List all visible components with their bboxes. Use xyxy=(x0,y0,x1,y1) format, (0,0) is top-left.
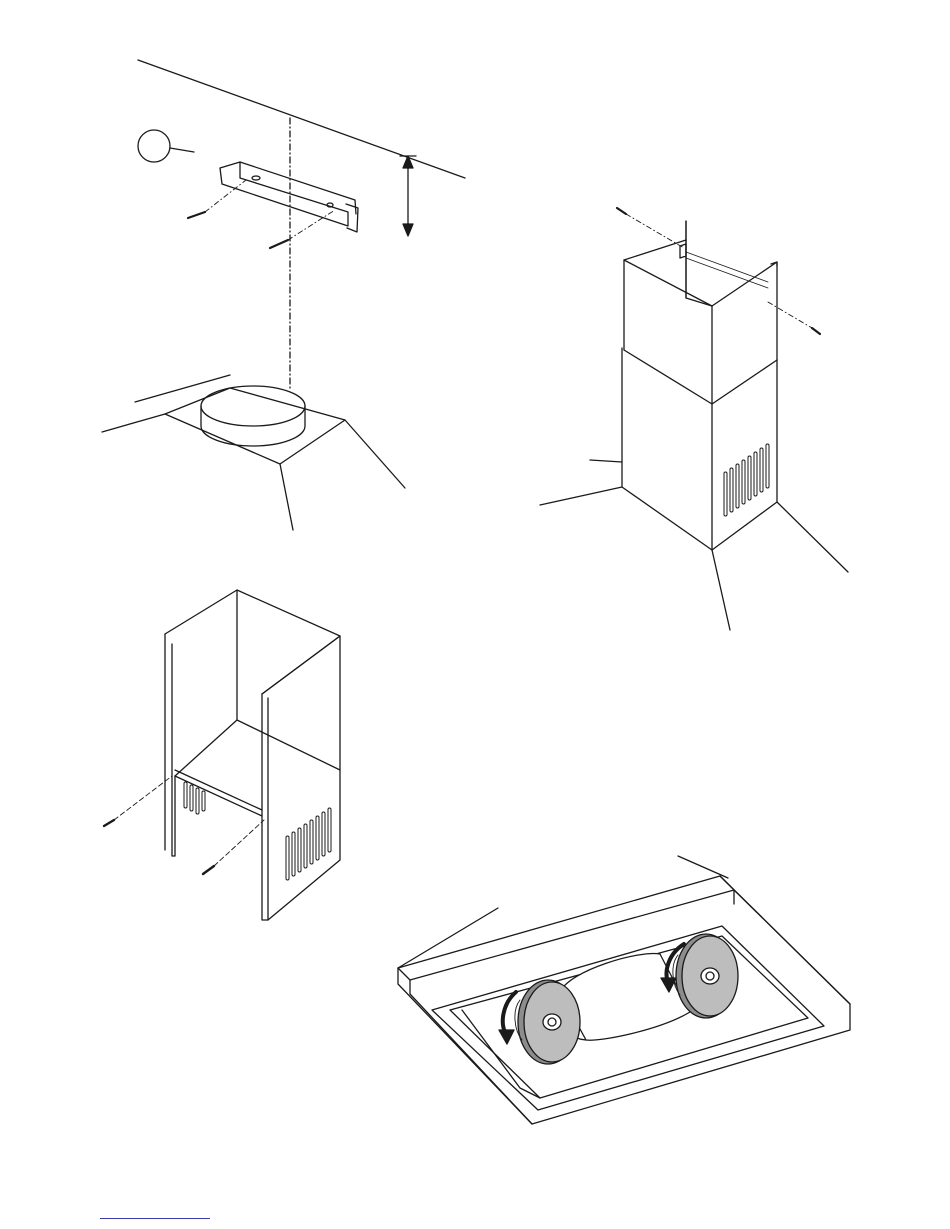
chimney-screw-lower-left xyxy=(104,776,172,826)
vent-slots-front xyxy=(286,808,331,880)
rotate-arrow-left-icon xyxy=(499,992,516,1044)
fig-chimney-lower-fixing xyxy=(104,590,340,920)
charcoal-filter-left xyxy=(515,980,580,1064)
bracket-screw-right xyxy=(270,210,335,248)
fig-bracket-mounting xyxy=(102,60,465,530)
vent-slots-back xyxy=(184,782,205,814)
footer-rule xyxy=(100,1218,210,1219)
chimney-screw-right xyxy=(768,302,820,334)
hood-top-outlet xyxy=(102,375,405,530)
bracket-screw-left xyxy=(188,180,246,218)
fig-filter-installation xyxy=(398,856,850,1124)
chimney-upper-section xyxy=(624,221,777,404)
vent-slots xyxy=(724,444,769,516)
chimney-screw-left xyxy=(617,208,684,248)
ceiling-line xyxy=(138,60,465,178)
chimney-open-section xyxy=(165,590,340,920)
reference-circle xyxy=(138,130,170,162)
chimney-lower-section xyxy=(622,348,777,550)
ceiling-bracket xyxy=(220,162,358,232)
reference-leader xyxy=(170,148,194,152)
chimney-screw-lower-right xyxy=(203,820,264,874)
distance-dimension-arrow xyxy=(400,156,416,236)
fig-chimney-upper-fixing xyxy=(540,208,848,630)
